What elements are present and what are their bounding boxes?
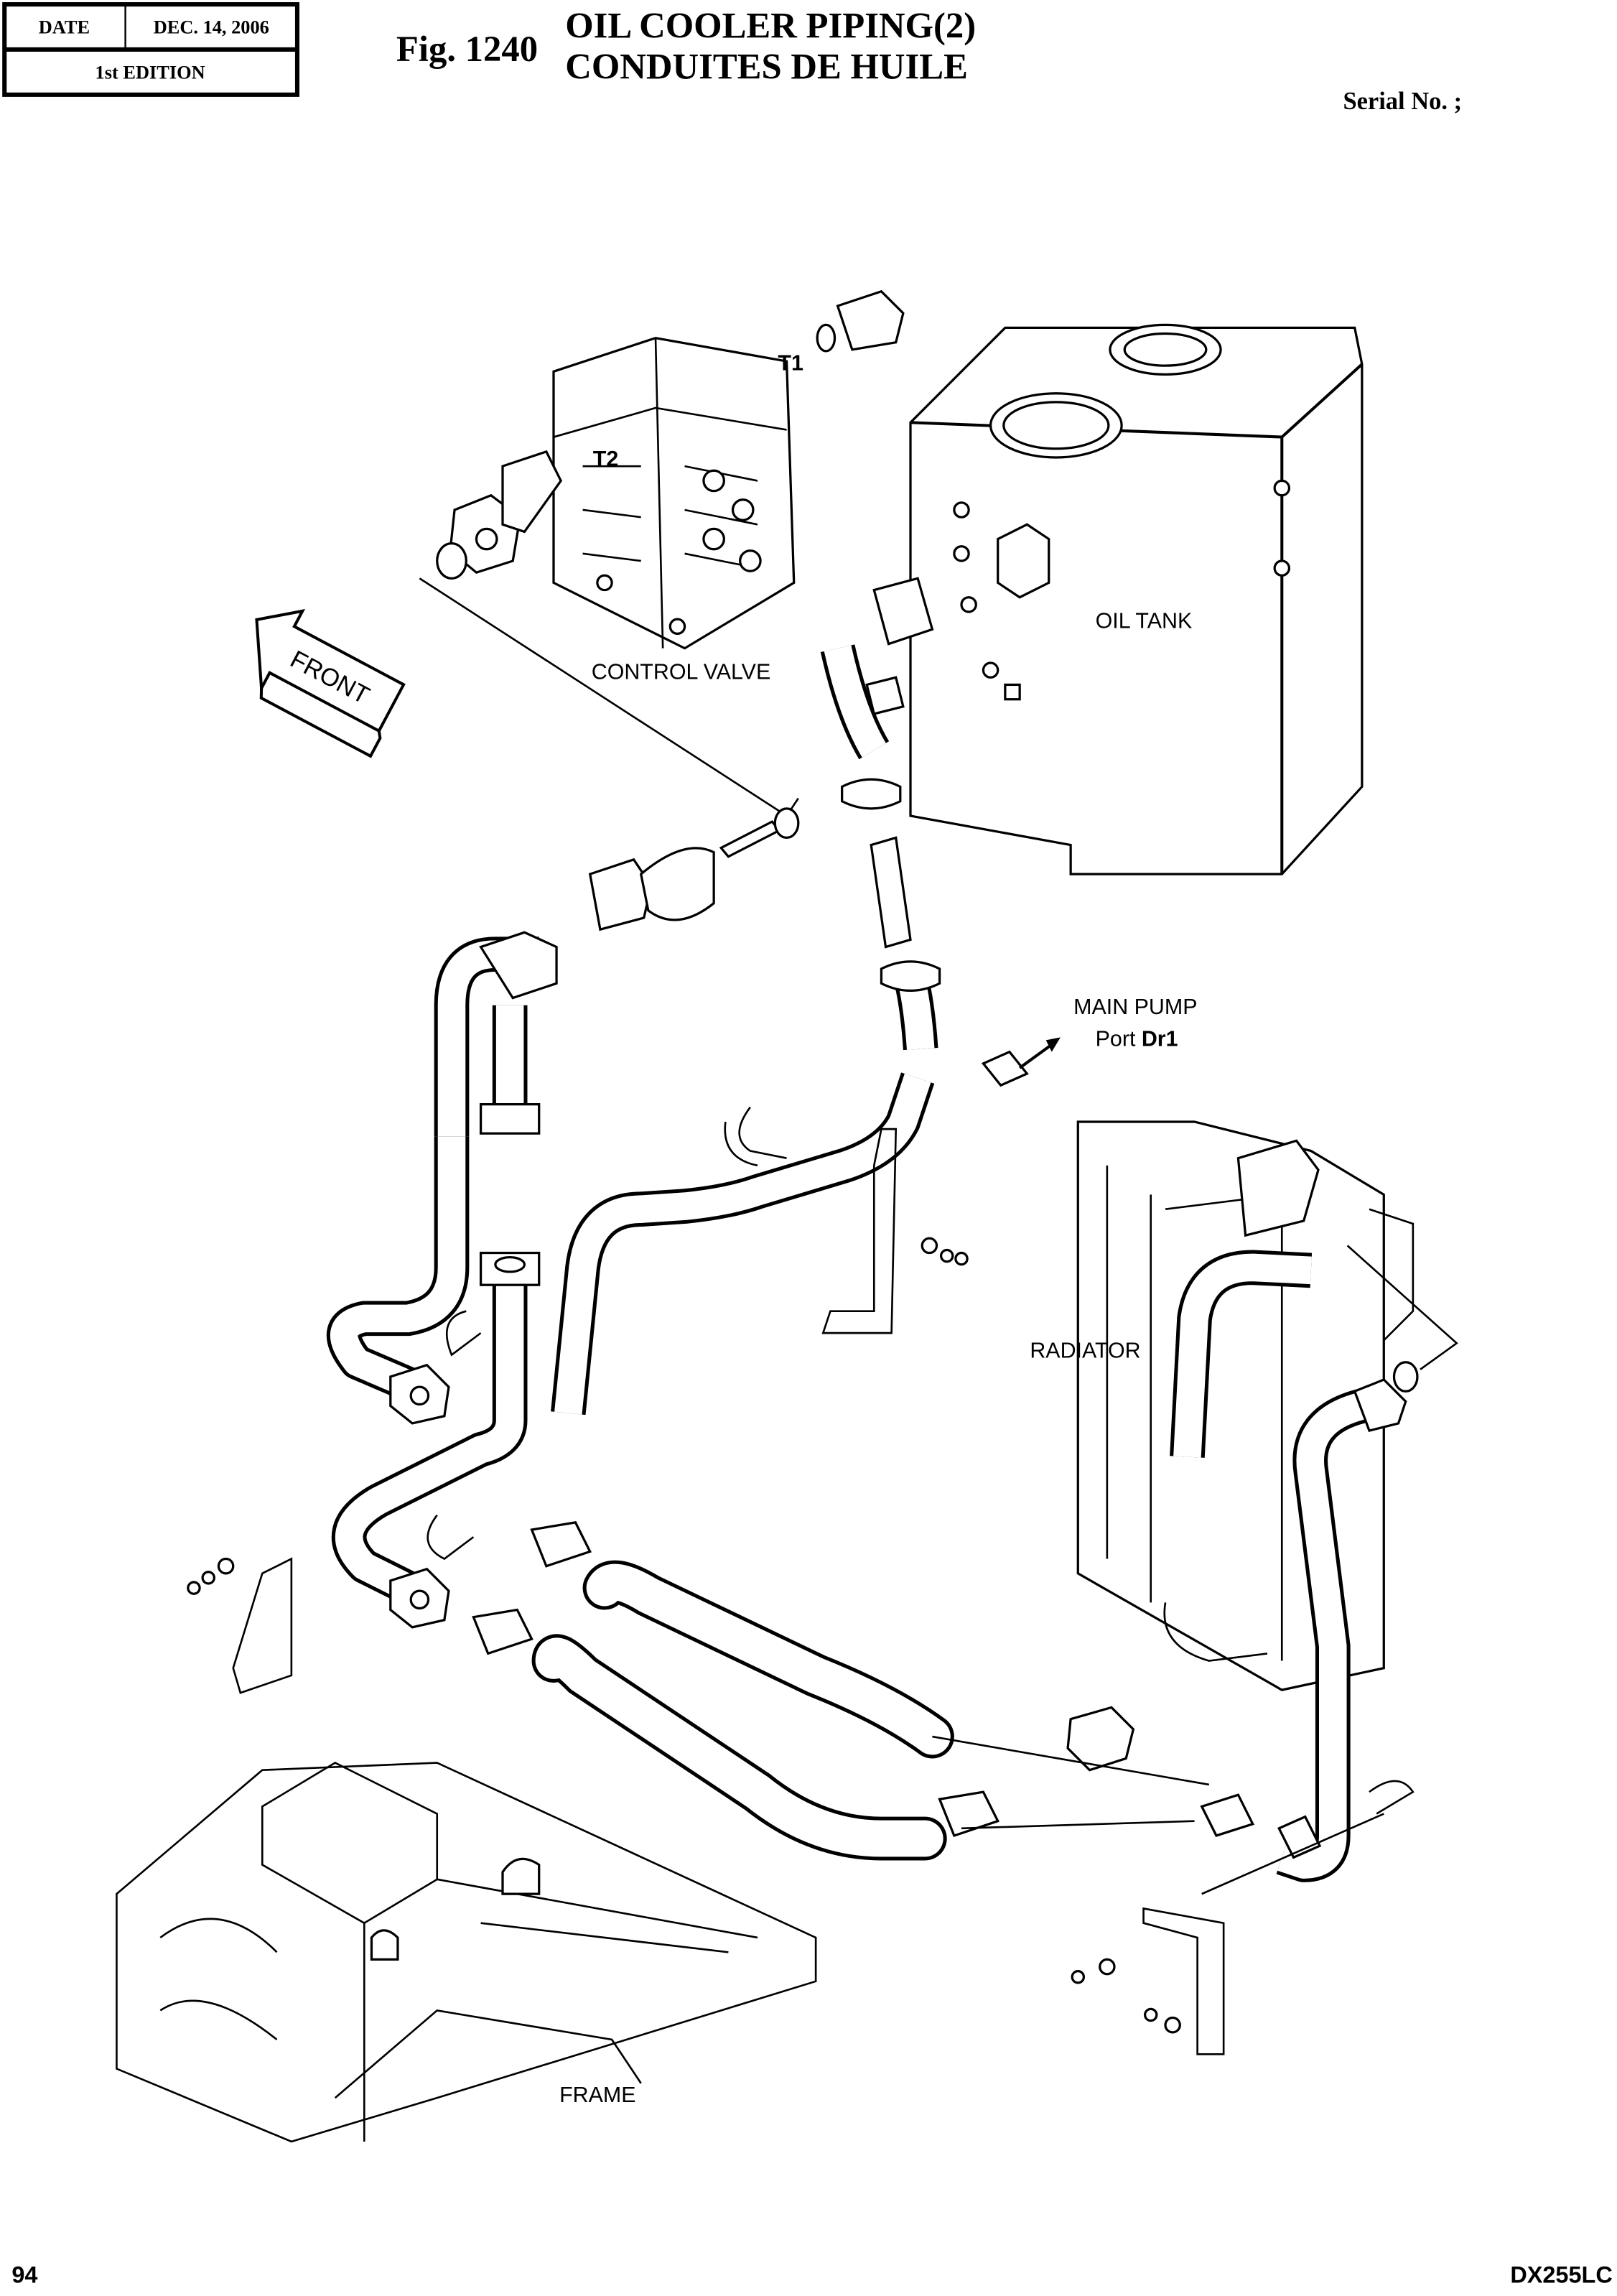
- oil-cooler-pipes: [187, 577, 1029, 1694]
- hoses: [472, 1521, 1255, 1861]
- label-port-name: Dr1: [1142, 1027, 1178, 1051]
- front-direction-arrow: FRONT: [255, 609, 406, 758]
- title-french: CONDUITES DE HUILE: [565, 47, 968, 87]
- label-port-prefix: Port: [1096, 1027, 1142, 1051]
- edition-box: DATE DEC. 14, 2006 1st EDITION: [2, 2, 300, 97]
- oil-tank: OIL TANK: [909, 323, 1364, 875]
- date-label: DATE: [39, 17, 90, 38]
- title-english: OIL COOLER PIPING(2): [565, 6, 976, 46]
- label-frame: FRAME: [559, 2083, 635, 2107]
- label-radiator: RADIATOR: [1030, 1339, 1140, 1363]
- label-main-pump: MAIN PUMP: [1073, 995, 1197, 1019]
- serial-number-label: Serial No. ;: [1343, 88, 1462, 115]
- radiator-outlet-pipe: [1071, 1245, 1458, 2055]
- label-t1: T1: [778, 350, 803, 375]
- date-value: DEC. 14, 2006: [154, 17, 269, 38]
- label-t2: T2: [593, 447, 618, 471]
- page-number: 94: [11, 2262, 37, 2288]
- frame: FRAME: [116, 1762, 817, 2143]
- edition-label: 1st EDITION: [95, 62, 205, 83]
- model-number: DX255LC: [1510, 2262, 1612, 2288]
- control-valve: T1 T2 CONTROL VALVE: [419, 289, 905, 817]
- label-port: Port Dr1: [1096, 1027, 1178, 1051]
- figure-number: Fig. 1240: [396, 29, 538, 69]
- label-control-valve: CONTROL VALVE: [592, 659, 771, 684]
- main-pump-callout: MAIN PUMP Port Dr1: [1018, 995, 1198, 1069]
- label-oil-tank: OIL TANK: [1096, 608, 1193, 633]
